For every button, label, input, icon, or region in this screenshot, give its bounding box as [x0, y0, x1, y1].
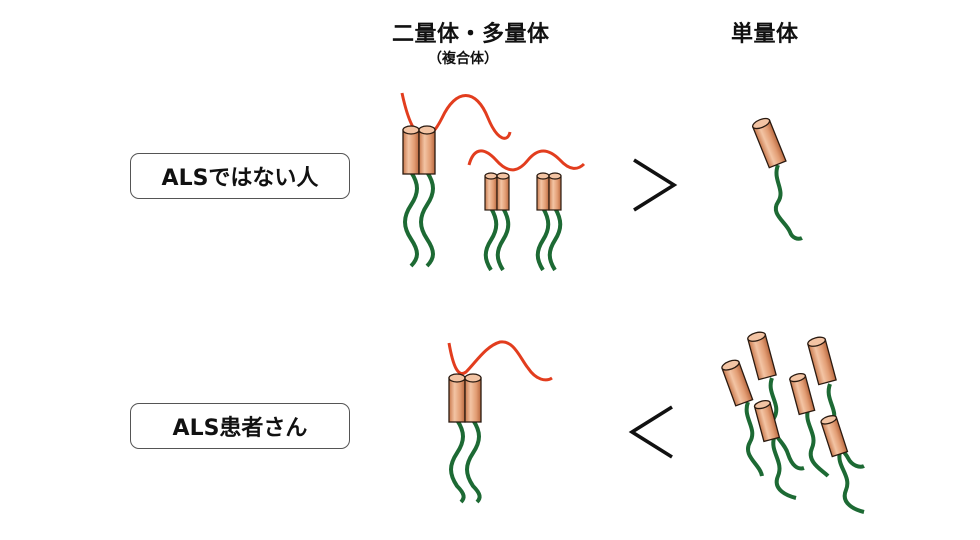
less-than-symbol	[628, 405, 673, 459]
monomer-single	[751, 117, 803, 241]
monomer-cluster	[721, 331, 865, 514]
dimer-large	[400, 92, 512, 268]
greater-than-symbol	[633, 158, 678, 212]
dimer-single-als	[447, 340, 553, 504]
dimer-pair	[467, 149, 586, 272]
header-multimer: 二量体・多量体	[392, 22, 550, 47]
header-monomer: 単量体	[731, 22, 799, 47]
header-multimer-note: （複合体）	[428, 51, 498, 67]
row-label-non-als: ALSではない人	[130, 153, 350, 199]
row-label-als-patient: ALS患者さん	[130, 403, 350, 449]
